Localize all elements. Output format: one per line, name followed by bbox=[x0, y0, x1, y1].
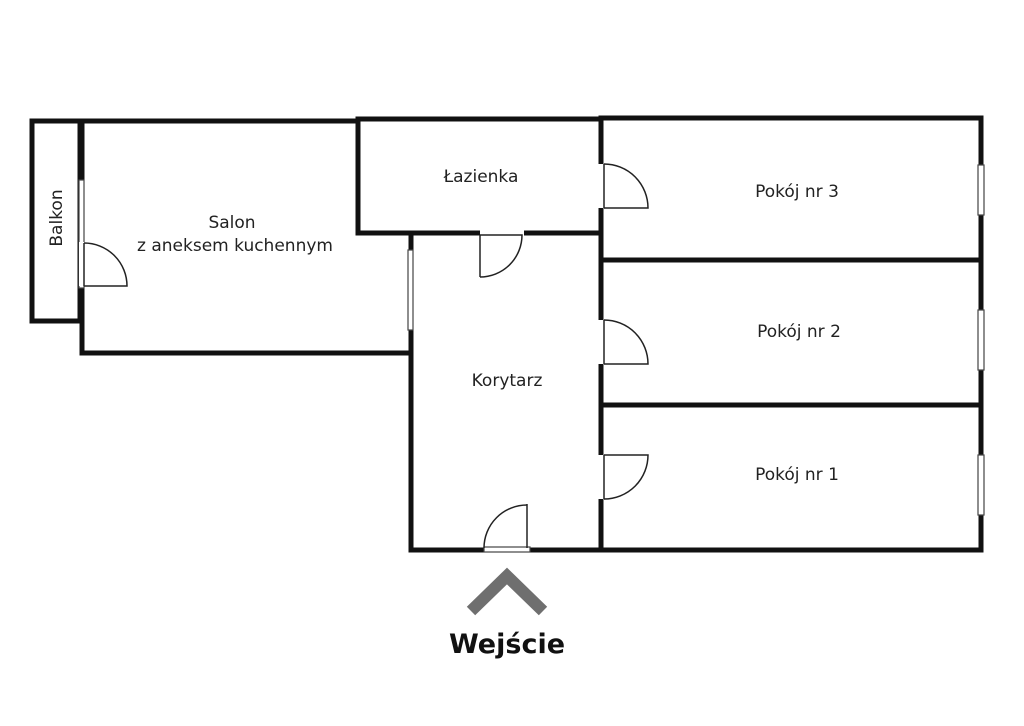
salon-label-line1: Salon bbox=[208, 213, 255, 233]
room-pokoj3: Pokój nr 3 bbox=[598, 115, 984, 263]
door-pokoj2 bbox=[598, 319, 649, 365]
salon-label-line2: z aneksem kuchennym bbox=[137, 236, 333, 256]
pokoj2-window bbox=[977, 309, 985, 371]
lazienka-label: Łazienka bbox=[443, 167, 519, 187]
door-lazienka bbox=[479, 230, 524, 278]
pokoj1-label: Pokój nr 1 bbox=[755, 465, 839, 485]
door-pokoj3 bbox=[598, 163, 649, 209]
pokoj3-label: Pokój nr 3 bbox=[755, 182, 839, 202]
pokoj2-label: Pokój nr 2 bbox=[757, 322, 841, 342]
room-pokoj2: Pokój nr 2 bbox=[598, 257, 984, 408]
room-korytarz: Korytarz bbox=[408, 233, 604, 553]
door-salon-balcony bbox=[79, 242, 128, 287]
room-balkon: Balkon bbox=[29, 118, 83, 324]
pokoj3-window bbox=[977, 164, 985, 216]
korytarz-label: Korytarz bbox=[472, 371, 543, 391]
pokoj1-window bbox=[977, 454, 985, 516]
door-entrance bbox=[483, 504, 531, 554]
door-pokoj1 bbox=[598, 454, 649, 500]
room-salon: Salon z aneksem kuchennym bbox=[79, 118, 411, 356]
room-pokoj1: Pokój nr 1 bbox=[598, 402, 984, 553]
salon-balcony-window bbox=[78, 179, 85, 289]
balkon-label: Balkon bbox=[47, 189, 67, 246]
entrance-arrow-icon bbox=[466, 567, 548, 616]
entrance-label: Wejście bbox=[449, 629, 565, 660]
windows bbox=[78, 164, 985, 516]
korytarz-walls bbox=[408, 233, 604, 553]
room-lazienka: Łazienka bbox=[355, 116, 604, 236]
salon-corridor-window bbox=[407, 249, 414, 331]
